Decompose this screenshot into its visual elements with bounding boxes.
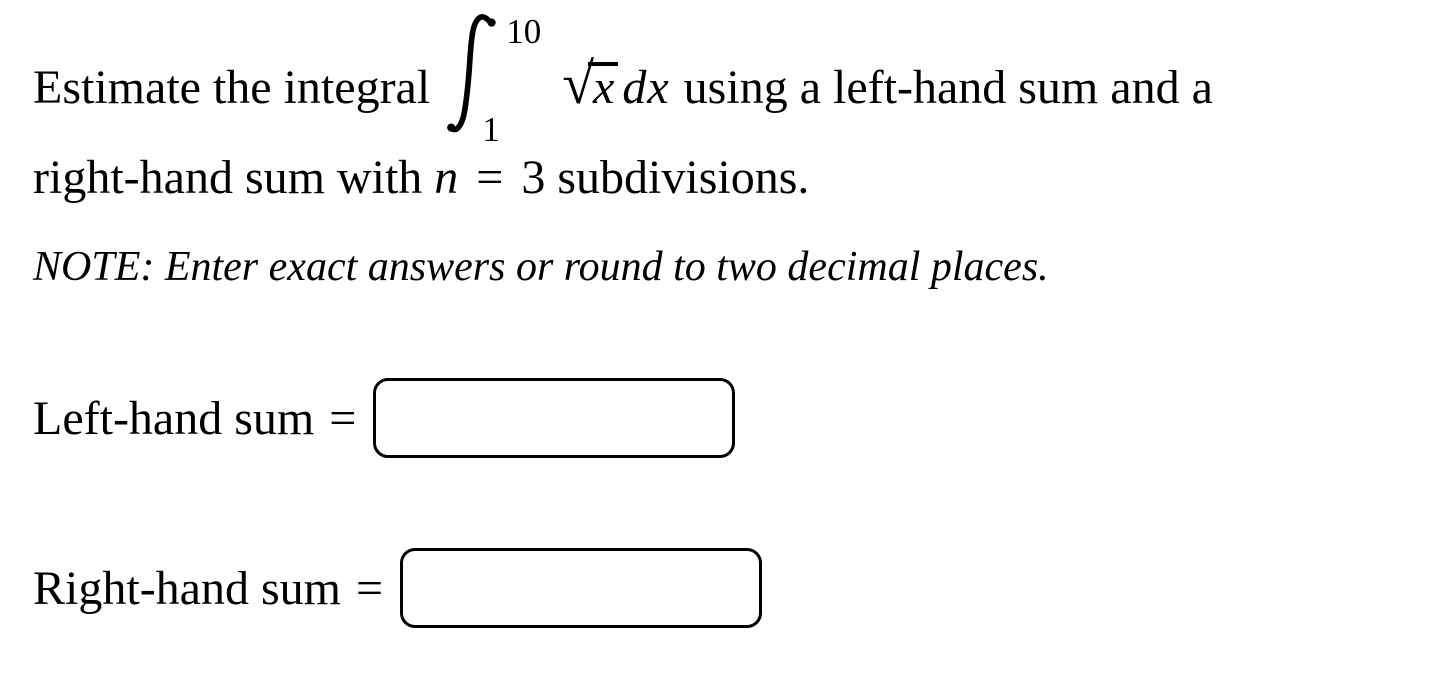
problem-line-2: right-hand sum with n = 3 subdivisions. [33, 151, 1428, 205]
differential: dx [622, 61, 670, 114]
integral-upper-limit: 10 [506, 12, 542, 51]
left-hand-sum-label: Left-hand sum [33, 391, 315, 445]
line2-suffix: subdivisions. [557, 151, 810, 204]
problem-intro-text: Estimate the integral [33, 61, 431, 114]
line2-prefix: right-hand sum with [33, 151, 423, 204]
problem-line1-suffix: using a left-hand sum and a [683, 61, 1213, 114]
left-hand-sum-input[interactable] [373, 378, 736, 458]
n-variable: n [434, 151, 459, 204]
left-hand-sum-row: Left-hand sum = [33, 378, 1428, 458]
right-hand-sum-label: Right-hand sum [33, 561, 341, 615]
radicand: x [590, 61, 617, 114]
left-hand-sum-equals: = [329, 391, 357, 445]
integral-symbol [447, 14, 496, 133]
n-value: 3 [521, 151, 546, 204]
note-text: NOTE: Enter exact answers or round to tw… [33, 244, 1049, 290]
right-hand-sum-equals: = [356, 561, 384, 615]
right-hand-sum-row: Right-hand sum = [33, 548, 1428, 628]
integral-expression: 10 1 [444, 14, 548, 147]
integral-lower-limit: 1 [482, 110, 500, 149]
right-hand-sum-input[interactable] [400, 548, 763, 628]
n-equals-sign: = [476, 151, 504, 204]
